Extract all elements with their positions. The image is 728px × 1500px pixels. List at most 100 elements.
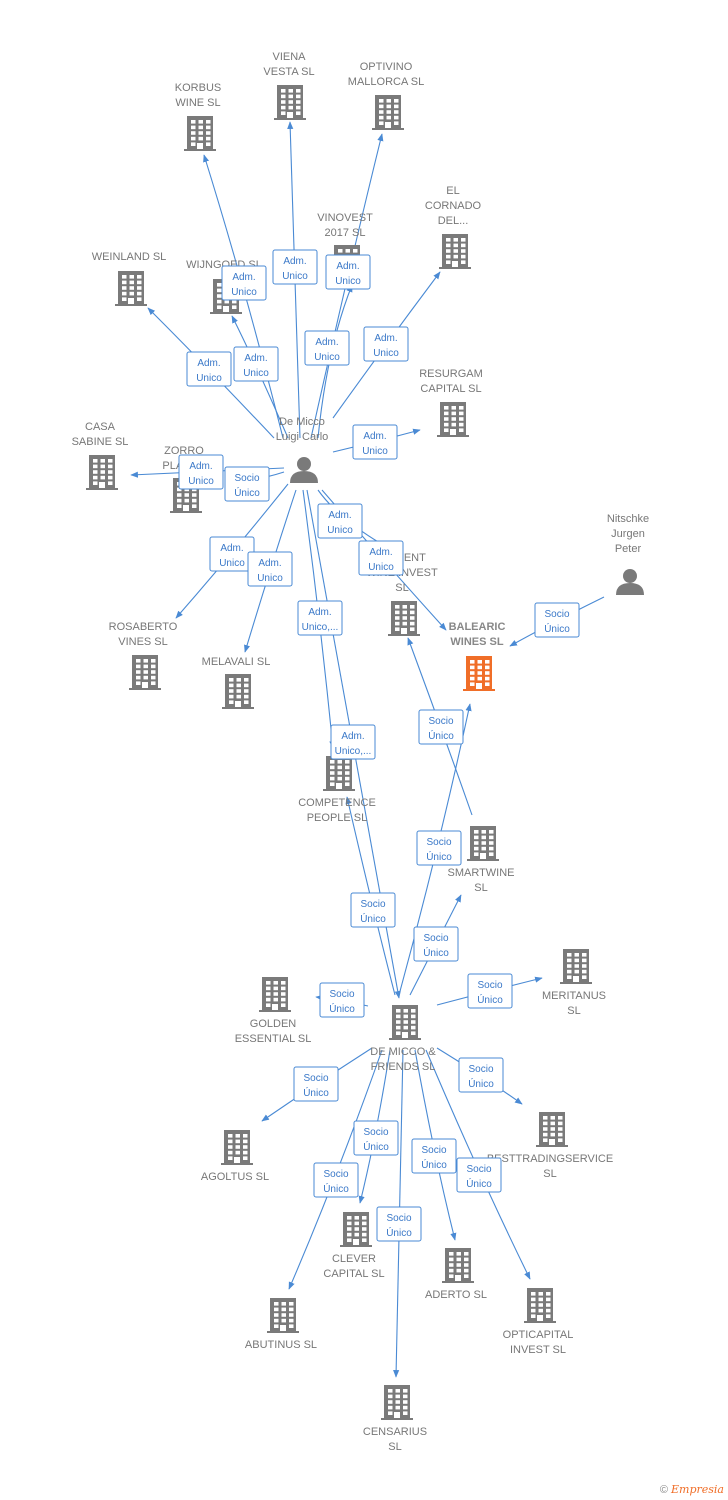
edge-label-box xyxy=(418,709,464,745)
edge-label-demicco-to-resurgam[interactable]: Adm.Unico xyxy=(352,424,398,460)
edge-label-box xyxy=(304,330,350,366)
edge-label-demicco-to-casasabine[interactable]: Adm. Unico xyxy=(178,454,224,490)
node-melavali[interactable]: MELAVALI SL xyxy=(202,656,271,709)
node-weinland[interactable]: WEINLAND SL xyxy=(92,251,167,306)
node-label: CORNADO xyxy=(425,200,482,212)
node-label: OPTIVINO xyxy=(360,61,413,73)
edge-label-text: Único xyxy=(426,850,452,863)
edge-label-box xyxy=(325,254,371,290)
edge-label-text: Unico xyxy=(335,276,361,287)
edge-label-box xyxy=(456,1157,502,1193)
node-label: EL xyxy=(446,185,459,197)
edge-label-text: Adm. xyxy=(369,547,392,558)
edge-label-text: Adm. xyxy=(258,558,281,569)
edge-label-box xyxy=(534,602,580,638)
footer-brand[interactable]: © Empresia xyxy=(660,1483,724,1496)
edge-label-demicco-to-melavali[interactable]: Adm.Unico xyxy=(247,551,293,587)
edge-label-text: Adm. xyxy=(189,461,212,472)
edge-label-text: Único xyxy=(360,912,386,925)
node-label: BESTTRADINGSERVICE xyxy=(487,1153,613,1165)
node-abutinus[interactable]: ABUTINUS SL xyxy=(245,1298,317,1351)
edge-label-demicco-to-optivino[interactable]: Adm.Unico xyxy=(325,254,371,290)
edge-label-text: Adm. xyxy=(232,272,255,283)
building-icon xyxy=(439,234,471,269)
edge-label-text: Socio xyxy=(363,1127,388,1138)
edge-label-demicco-to-competence[interactable]: Adm.Unico,... xyxy=(297,600,343,636)
edge-label-demicco-to-elcornado[interactable]: Adm.Unico xyxy=(363,326,409,362)
edge-label-text: Unico xyxy=(188,476,214,487)
node-friends[interactable]: DE MICCO &FRIENDS SL xyxy=(370,1005,436,1073)
edge-label-box xyxy=(363,326,409,362)
edge-label-box xyxy=(178,454,224,490)
edge-label-demicco-to-trident[interactable]: Adm.Unico xyxy=(317,503,363,539)
edge-label-demicco-to-weinland[interactable]: Adm.Unico xyxy=(186,351,232,387)
edge-label-text: Único xyxy=(363,1140,389,1153)
edge-label-text: Adm. xyxy=(341,731,364,742)
edge-label-demicco-to-viena[interactable]: Adm.Unico xyxy=(272,249,318,285)
node-agoltus[interactable]: AGOLTUS SL xyxy=(201,1130,269,1183)
edge-label-box xyxy=(411,1138,457,1174)
edge-label-demicco-to-vinovest[interactable]: Adm.Unico xyxy=(304,330,350,366)
edge-label-demicco-to-korbus[interactable]: Adm. Unico xyxy=(221,265,267,301)
node-label: DEL... xyxy=(438,215,469,227)
node-label: OPTICAPITAL xyxy=(503,1329,574,1341)
edge-label-text: Único xyxy=(386,1226,412,1239)
edge-label-demicco-to-wijngoed[interactable]: Adm.Unico xyxy=(233,346,279,382)
edge-labels-layer: Adm.UnicoAdm.UnicoAdm.UnicoAdm.UnicoAdm.… xyxy=(178,249,580,1242)
edge-label-text: Único xyxy=(421,1158,447,1171)
person-icon xyxy=(290,457,318,483)
edge-label-box xyxy=(330,724,376,760)
node-label: De Micco xyxy=(279,416,325,428)
edge-label-demicco-to-rosaberto[interactable]: Adm.Unico xyxy=(209,536,255,572)
node-aderto[interactable]: ADERTO SL xyxy=(425,1248,487,1301)
copyright-symbol: © xyxy=(659,1484,668,1496)
edge-label-box xyxy=(317,503,363,539)
node-label: ADERTO SL xyxy=(425,1289,487,1301)
building-icon xyxy=(184,116,216,151)
node-label: VINES SL xyxy=(118,636,168,648)
edge-label-demicco-to-balearic[interactable]: Adm.Unico xyxy=(358,540,404,576)
edge-label-box xyxy=(272,249,318,285)
edge-label-text: Socio xyxy=(303,1073,328,1084)
node-label: FRIENDS SL xyxy=(371,1061,436,1073)
edge-label-text: Único xyxy=(323,1182,349,1195)
edge-label-text: Unico xyxy=(231,287,257,298)
edge-label-text: Único xyxy=(234,486,260,499)
node-elcornado[interactable]: EL CORNADO DEL... xyxy=(425,185,482,269)
edge-label-demicco-to-friends[interactable]: Adm.Unico,... xyxy=(330,724,376,760)
node-label: ABUTINUS SL xyxy=(245,1339,317,1351)
node-label: VINOVEST xyxy=(317,212,373,224)
